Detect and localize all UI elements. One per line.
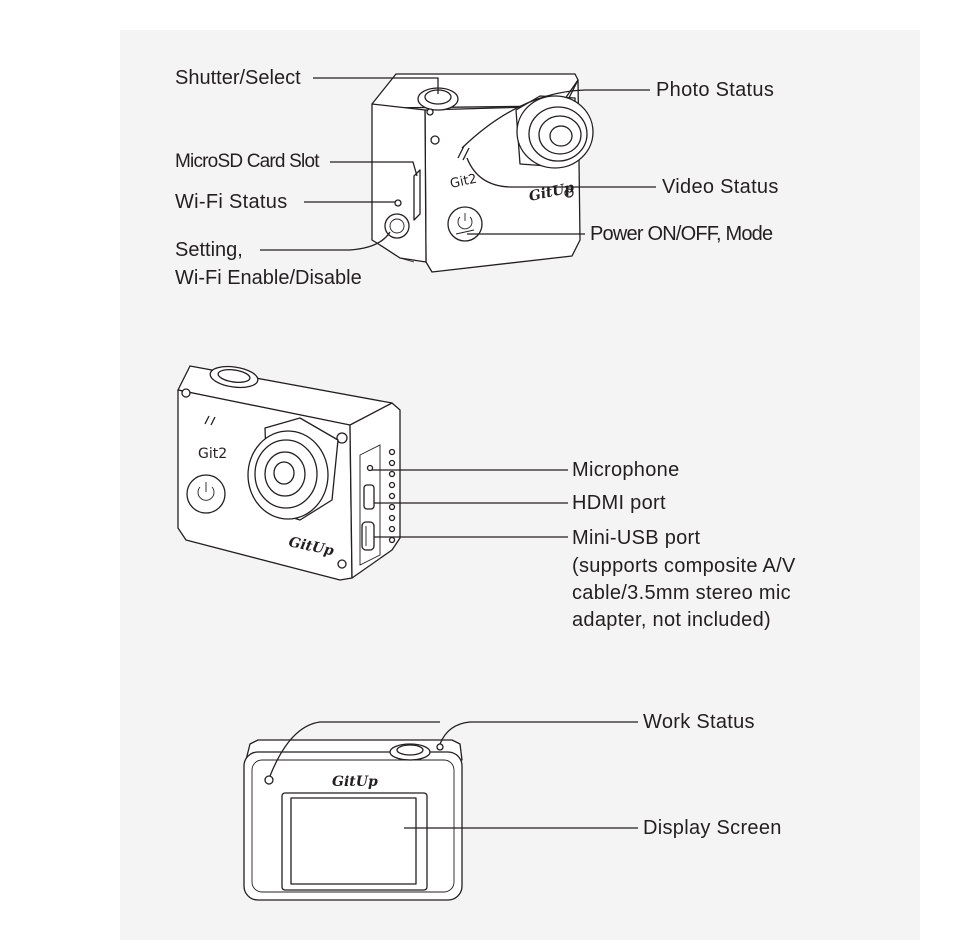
side-view-leader-lines — [372, 469, 568, 538]
label-mini-usb-note-3: adapter, not included) — [572, 609, 771, 631]
label-wifi-status: Wi-Fi Status — [175, 191, 288, 213]
status-led-slits — [457, 145, 470, 161]
label-photo-status: Photo Status — [656, 79, 775, 101]
label-setting: Setting, — [175, 239, 243, 261]
model-label: Git2 — [449, 172, 479, 192]
screw-icon — [430, 135, 440, 145]
camera-lens — [515, 95, 594, 169]
wifi-status-led — [394, 199, 402, 207]
microsd-card-slot — [413, 169, 421, 221]
camera-side-view: Git2 GitUp — [177, 364, 401, 581]
setting-button[interactable] — [384, 213, 410, 239]
label-video-status: Video Status — [662, 176, 779, 198]
label-power-mode: Power ON/OFF, Mode — [590, 223, 773, 245]
label-mini-usb-note-2: cable/3.5mm stereo mic — [572, 582, 791, 604]
label-mini-usb-note-1: (supports composite A/V — [572, 555, 796, 577]
screw-icon — [564, 188, 574, 198]
camera-right-face — [349, 402, 401, 579]
screw-icon — [337, 559, 347, 569]
top-view-leader-lines — [260, 77, 656, 251]
label-shutter-select: Shutter/Select — [175, 67, 301, 89]
model-label: Git2 — [198, 446, 227, 462]
label-wifi-enable-disable: Wi-Fi Enable/Disable — [175, 267, 362, 289]
label-display-screen: Display Screen — [643, 817, 782, 839]
label-hdmi-port: HDMI port — [572, 492, 666, 514]
shutter-button[interactable] — [209, 364, 259, 390]
label-microphone: Microphone — [572, 459, 680, 481]
status-led-slits — [204, 415, 216, 426]
vent-dots — [388, 448, 396, 544]
camera-lens — [247, 417, 339, 521]
side-port-panel — [359, 444, 381, 566]
screw-icon — [426, 108, 434, 116]
microphone-hole — [366, 464, 374, 472]
back-led — [264, 775, 274, 785]
camera-top-view: Git2 GitUp — [371, 73, 594, 273]
back-view-leader-lines — [269, 721, 638, 829]
screw-icon — [181, 388, 191, 398]
power-mode-button[interactable] — [186, 474, 226, 514]
screw-icon — [336, 432, 348, 444]
label-mini-usb-port: Mini-USB port — [572, 527, 701, 549]
hdmi-port — [363, 484, 375, 510]
brand-logo: GitUp — [332, 774, 378, 790]
label-microsd-card-slot: MicroSD Card Slot — [175, 151, 320, 172]
label-work-status: Work Status — [643, 711, 755, 733]
camera-back-view: GitUp — [243, 739, 463, 901]
shutter-button[interactable] — [389, 743, 431, 761]
power-mode-button[interactable] — [447, 206, 483, 242]
mini-usb-port — [361, 521, 375, 551]
display-screen — [290, 797, 417, 885]
work-status-led — [436, 743, 444, 751]
